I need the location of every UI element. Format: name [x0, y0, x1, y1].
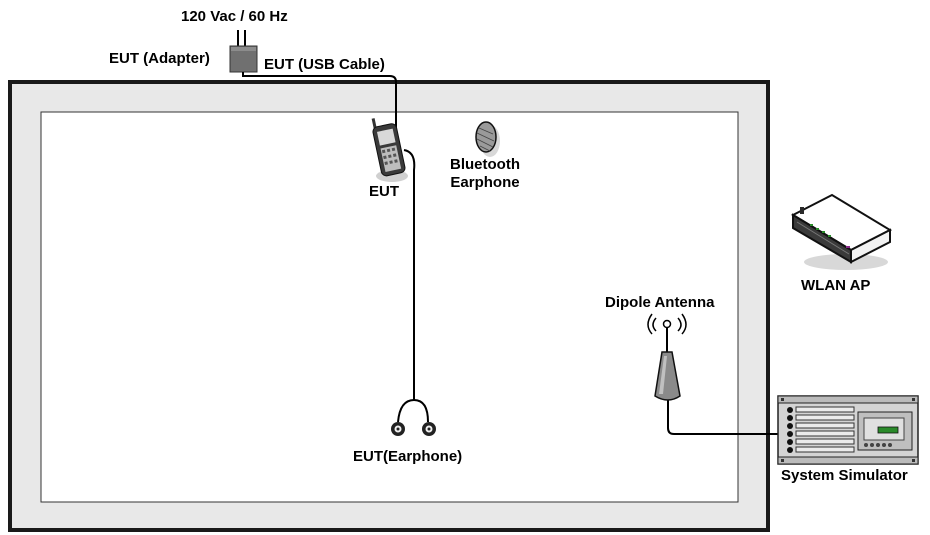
wired-earphones-icon [391, 399, 436, 436]
adapter-box-icon [229, 45, 258, 73]
earphone-label: EUT(Earphone) [353, 448, 463, 465]
bluetooth-earphone-label: Bluetooth Earphone [440, 156, 530, 192]
power-plug-icon [237, 30, 246, 46]
antenna-cable [667, 400, 790, 435]
mobile-phone-icon [371, 118, 406, 177]
bluetooth-earphone-label-line2: Earphone [450, 174, 520, 191]
bluetooth-earphone-icon [475, 121, 500, 157]
wlan-router-icon [790, 193, 893, 270]
wlan-ap-label: WLAN AP [801, 277, 871, 294]
earphone-cable [403, 149, 416, 400]
eut-label: EUT [369, 183, 399, 200]
dipole-antenna-icon [647, 313, 687, 401]
power-source-label: 120 Vac / 60 Hz [181, 8, 288, 25]
system-simulator-label: System Simulator [781, 467, 908, 484]
system-simulator-icon [777, 395, 919, 465]
usb-cable [242, 72, 397, 132]
dipole-antenna-label: Dipole Antenna [605, 294, 715, 311]
usb-cable-label: EUT (USB Cable) [264, 56, 385, 73]
bluetooth-earphone-label-line1: Bluetooth [450, 156, 520, 173]
adapter-label: EUT (Adapter) [109, 50, 210, 67]
